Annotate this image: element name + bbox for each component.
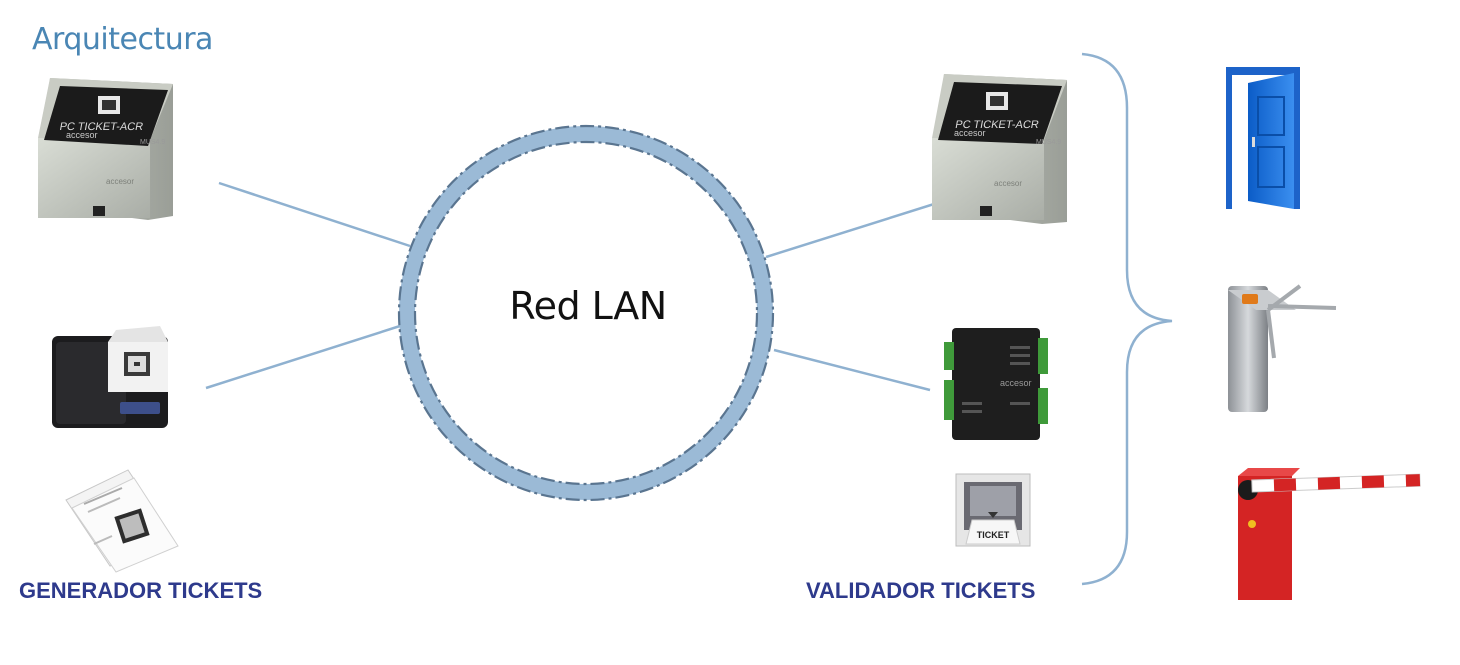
validator-caption: VALIDADOR TICKETS xyxy=(806,578,1036,603)
ticket-printer-icon xyxy=(52,326,168,428)
svg-text:accesor: accesor xyxy=(954,128,986,138)
link-validator-server xyxy=(765,197,951,259)
svg-text:MUS4.9: MUS4.9 xyxy=(140,139,165,146)
page-title: Arquitectura xyxy=(32,22,213,57)
validator-device-label: PC TICKET-ACR xyxy=(954,119,1040,131)
access-controller-icon: accesor xyxy=(944,328,1048,440)
link-validator-controller xyxy=(773,348,931,392)
ticket-slot-icon: TICKET xyxy=(955,473,1031,547)
link-generator-server xyxy=(218,181,411,248)
ticket-server-icon: PC TICKET-ACR accesor MUS4.9 accesor xyxy=(38,78,173,220)
ticket-server-icon: PC TICKET-ACR accesor MUS4.9 accesor xyxy=(932,74,1067,224)
generator-caption: GENERADOR TICKETS xyxy=(19,578,263,603)
svg-text:accesor: accesor xyxy=(106,177,134,186)
brace-icon xyxy=(1081,52,1173,586)
turnstile-icon xyxy=(1228,284,1337,412)
svg-text:TICKET: TICKET xyxy=(977,530,1010,540)
paper-ticket-icon xyxy=(65,469,179,573)
network-links xyxy=(205,181,951,392)
svg-text:accesor: accesor xyxy=(994,179,1022,188)
barrier-gate-icon xyxy=(1238,468,1421,600)
door-icon xyxy=(1226,67,1300,209)
generator-device-label: PC TICKET-ACR xyxy=(59,121,145,133)
lan-ring xyxy=(397,124,775,502)
svg-text:accesor: accesor xyxy=(1000,378,1032,388)
svg-text:accesor: accesor xyxy=(66,130,98,140)
svg-text:MUS4.9: MUS4.9 xyxy=(1036,139,1061,146)
link-generator-printer xyxy=(205,324,401,390)
lan-label: Red LAN xyxy=(509,284,667,328)
